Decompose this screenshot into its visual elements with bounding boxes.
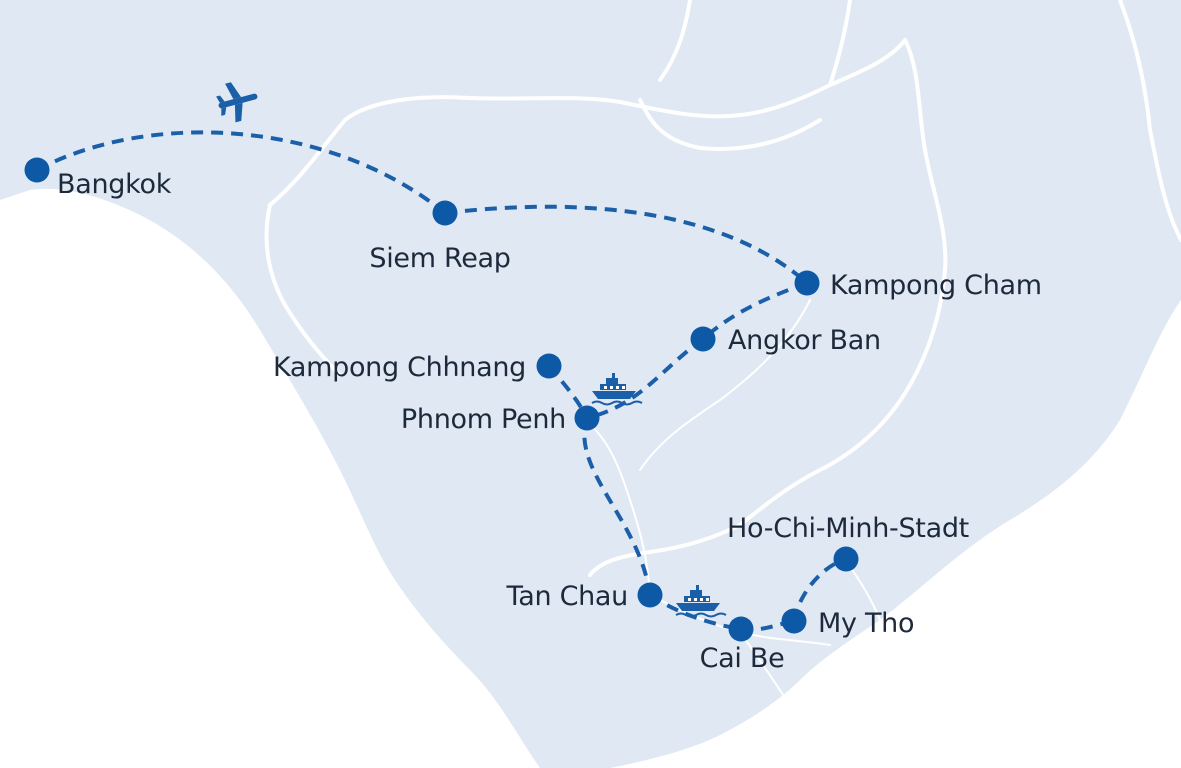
island bbox=[466, 618, 486, 643]
island bbox=[512, 699, 530, 720]
stop-ho-chi-minh-stadt: Ho-Chi-Minh-Stadt bbox=[727, 513, 969, 572]
island bbox=[395, 542, 429, 587]
stop-label: Tan Chau bbox=[506, 581, 629, 612]
stop-kampong-cham: Kampong Cham bbox=[794, 270, 1042, 301]
stop-label: Angkor Ban bbox=[728, 325, 881, 356]
stop-kampong-chhnang: Kampong Chhnang bbox=[273, 352, 562, 383]
stop-marker bbox=[432, 200, 458, 226]
airplane-icon bbox=[216, 82, 258, 123]
stop-siem-reap: Siem Reap bbox=[369, 200, 511, 274]
stop-marker bbox=[637, 582, 663, 608]
stop-marker bbox=[536, 353, 562, 379]
stop-label: Kampong Cham bbox=[830, 270, 1042, 301]
stop-label: Cai Be bbox=[700, 643, 785, 674]
route-leg-flight bbox=[36, 130, 447, 215]
stop-cai-be: Cai Be bbox=[700, 616, 785, 674]
route-leg-river bbox=[582, 417, 652, 596]
stop-marker bbox=[24, 157, 50, 183]
stop-marker bbox=[728, 616, 754, 642]
stop-label: Kampong Chhnang bbox=[273, 352, 526, 383]
stop-marker bbox=[794, 270, 820, 296]
stop-label: Bangkok bbox=[57, 169, 172, 200]
gulf-water bbox=[0, 203, 520, 768]
route-leg-land bbox=[444, 204, 809, 285]
stop-bangkok: Bangkok bbox=[24, 157, 172, 200]
stop-label: Siem Reap bbox=[369, 243, 510, 274]
stop-phnom-penh: Phnom Penh bbox=[401, 404, 600, 435]
stop-my-tho: My Tho bbox=[781, 608, 914, 639]
stop-marker bbox=[690, 326, 716, 352]
ship-icon bbox=[591, 373, 643, 406]
stop-label: My Tho bbox=[818, 608, 914, 639]
stop-marker bbox=[574, 405, 600, 431]
stop-angkor-ban: Angkor Ban bbox=[690, 325, 881, 356]
stop-marker bbox=[833, 546, 859, 572]
icon-layer bbox=[216, 82, 727, 618]
stop-label: Ho-Chi-Minh-Stadt bbox=[727, 513, 969, 544]
ship-icon bbox=[675, 585, 727, 618]
stop-tan-chau: Tan Chau bbox=[506, 581, 663, 612]
stop-label: Phnom Penh bbox=[401, 404, 566, 435]
country-borders bbox=[264, 0, 1181, 577]
stop-marker bbox=[781, 608, 807, 634]
route-leg-river bbox=[586, 337, 705, 420]
